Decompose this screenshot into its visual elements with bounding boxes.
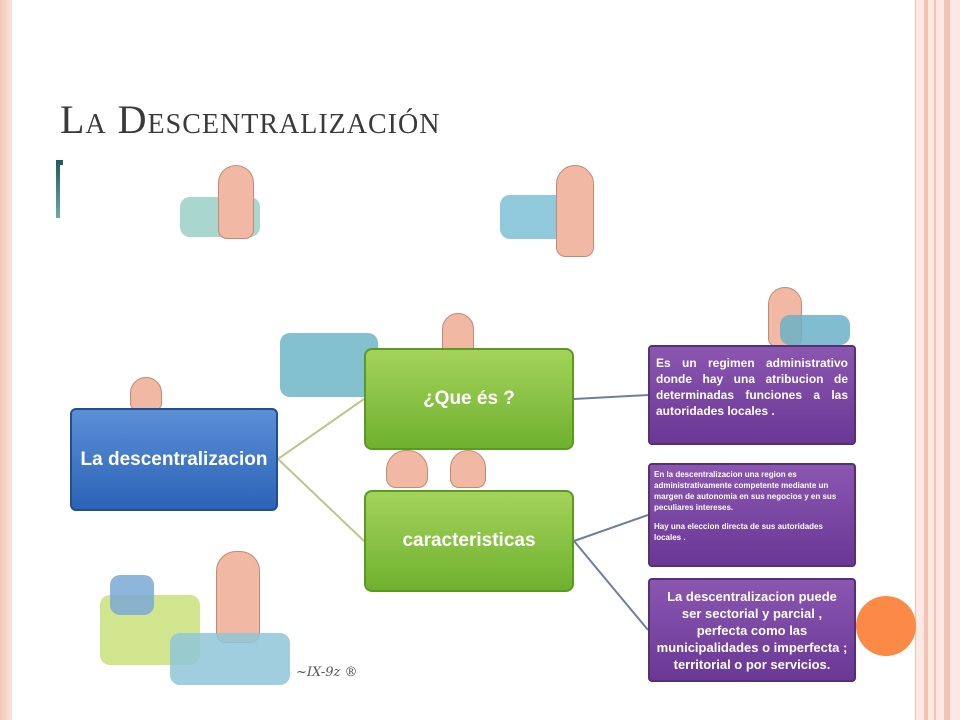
node-what: ¿Que és ? — [364, 348, 574, 450]
connector-lines — [277, 394, 649, 631]
connector-features-1 — [573, 514, 649, 542]
node-features: caracteristicas — [364, 490, 574, 592]
slide-border-right — [915, 0, 960, 720]
puzzle-piece-icon — [780, 315, 850, 345]
border-stripe — [934, 0, 936, 720]
illustrator-signature: ~IX-9z ® — [296, 665, 358, 680]
puzzle-piece-icon — [280, 333, 378, 397]
figure-icon — [218, 165, 254, 239]
connector-root-features — [277, 458, 365, 542]
title-accent-bar — [56, 160, 63, 218]
feature-1-text: En la descentralizacion una region es ad… — [654, 470, 837, 512]
feature-2-text: Hay una eleccion directa de sus autorida… — [654, 522, 823, 542]
diagram-canvas: La descentralizacion ¿Que és ? caracteri… — [60, 165, 865, 695]
node-feature-types: La descentralizacion puede ser sectorial… — [648, 578, 856, 682]
figure-icon — [130, 377, 162, 411]
connector-features-2 — [573, 540, 649, 631]
node-feature-list: En la descentralizacion una region es ad… — [648, 463, 856, 567]
figure-icon — [556, 165, 594, 257]
accent-circle — [856, 596, 916, 656]
puzzle-piece-icon — [110, 575, 154, 615]
connector-what-definition — [573, 394, 649, 400]
figure-icon — [216, 551, 260, 643]
node-root: La descentralizacion — [70, 408, 278, 511]
figure-icon — [386, 450, 428, 488]
border-stripe — [924, 0, 928, 720]
node-definition: Es un regimen administrativo donde hay u… — [648, 345, 856, 445]
slide-title: La Descentralización — [60, 97, 441, 142]
slide-border-left — [0, 0, 12, 720]
figure-icon — [450, 450, 486, 488]
connector-root-what — [277, 398, 365, 460]
puzzle-piece-icon — [170, 633, 290, 685]
border-stripe — [944, 0, 950, 720]
